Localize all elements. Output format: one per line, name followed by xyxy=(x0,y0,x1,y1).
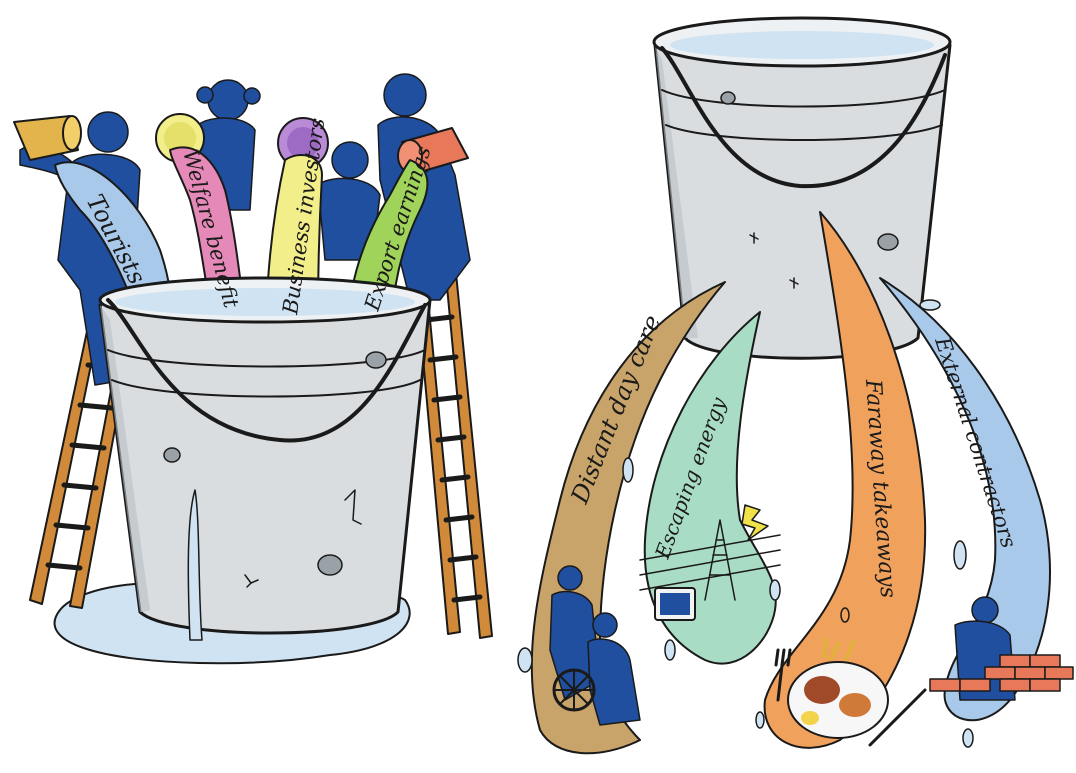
full-bucket xyxy=(100,278,430,640)
television-icon xyxy=(655,588,695,620)
left-scene: Tourists Welfare benefit Business invest… xyxy=(14,74,492,663)
right-scene: Distant day care Escaping energy Faraway… xyxy=(518,18,1073,753)
